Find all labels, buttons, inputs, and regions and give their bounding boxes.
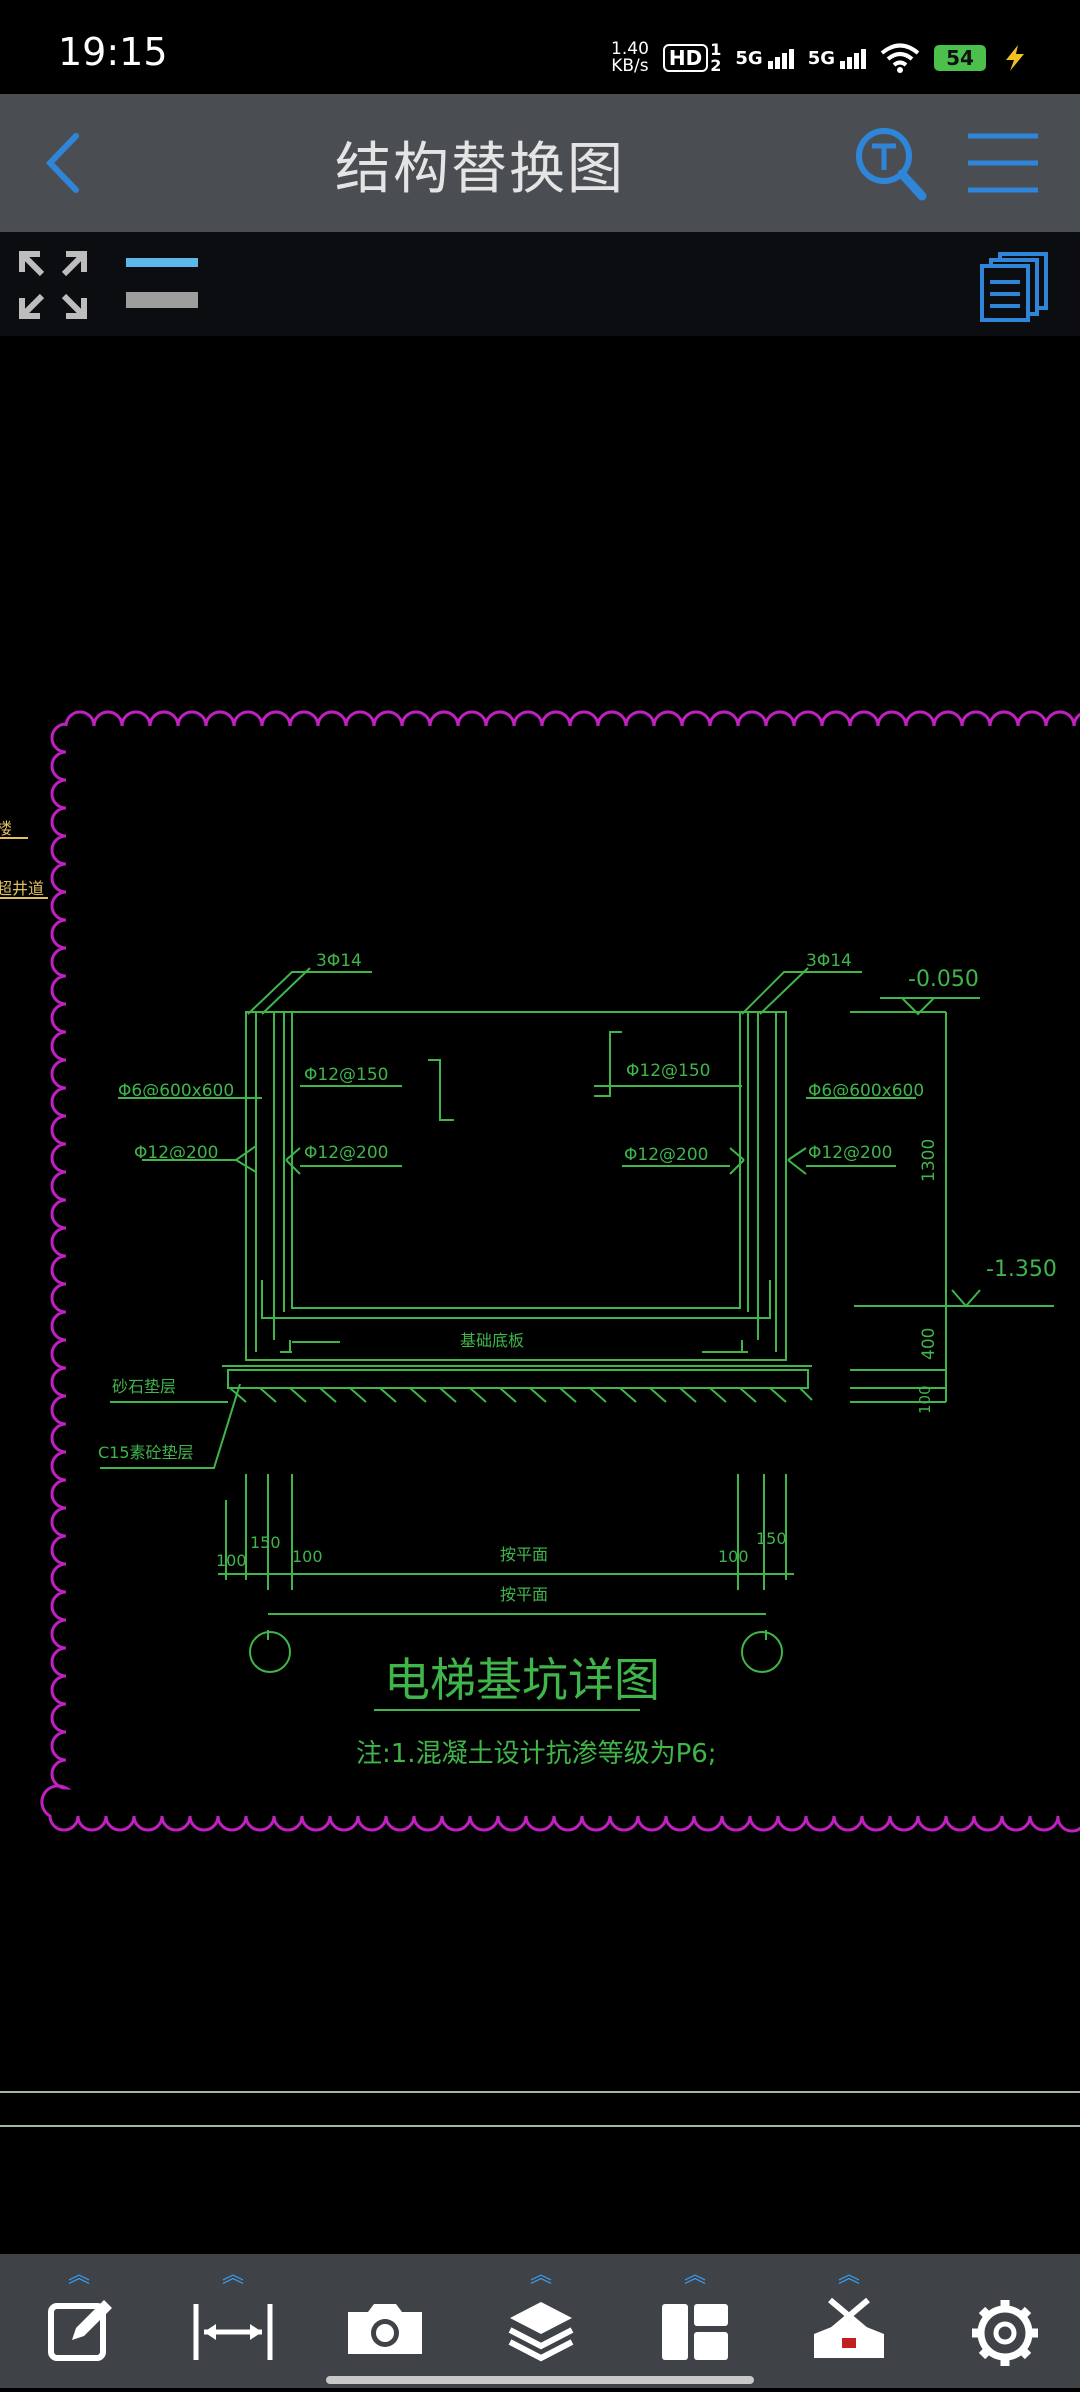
page-title: 结构替换图 bbox=[335, 137, 625, 202]
drawing-note: 注:1.混凝土设计抗渗等级为P6; bbox=[356, 1739, 717, 1769]
inner-mid-left-label: Φ12@200 bbox=[304, 1143, 388, 1163]
inner-top-left-label: Φ12@150 bbox=[304, 1065, 388, 1085]
expand-up-icon: ︽ bbox=[529, 2263, 552, 2288]
dim-1300-label: 1300 bbox=[919, 1139, 939, 1182]
camera-icon bbox=[348, 2304, 422, 2354]
elevation-bottom-label: -1.350 bbox=[986, 1257, 1057, 1282]
signal-sim1-icon: 5G bbox=[735, 48, 794, 69]
drawing-title: 电梯基坑详图 bbox=[384, 1653, 660, 1707]
span-label-2: 按平面 bbox=[500, 1585, 548, 1604]
toolbox-icon bbox=[814, 2297, 884, 2358]
charging-icon bbox=[1006, 45, 1024, 71]
dim-100-side-label: 100 bbox=[916, 1385, 934, 1414]
layers-icon bbox=[508, 2302, 574, 2362]
edge-text-2: 超井道 bbox=[0, 879, 44, 898]
span-label-1: 按平面 bbox=[500, 1545, 548, 1564]
status-time: 19:15 bbox=[58, 30, 168, 74]
gravel-cushion-label: 砂石垫层 bbox=[112, 1377, 176, 1396]
c15-cushion-label: C15素砼垫层 bbox=[98, 1443, 194, 1462]
expand-up-icon: ︽ bbox=[837, 2263, 860, 2288]
back-arrow-icon bbox=[45, 133, 79, 193]
layout-panels-icon bbox=[662, 2304, 728, 2360]
layout-button[interactable]: ︽ bbox=[640, 2254, 750, 2388]
wall-distribution-left-label: Φ6@600x600 bbox=[118, 1081, 234, 1101]
layout-tab-toggle[interactable] bbox=[124, 252, 200, 318]
title-bar: 结构替换图 bbox=[0, 94, 1080, 232]
dim-100-c-label: 100 bbox=[718, 1547, 749, 1566]
inner-mid-right-label: Φ12@200 bbox=[624, 1145, 708, 1165]
fit-screen-button[interactable] bbox=[18, 250, 88, 320]
dim-400-label: 400 bbox=[919, 1328, 939, 1360]
hamburger-menu-icon bbox=[968, 133, 1038, 193]
model-layout-toggle-icon bbox=[126, 258, 198, 308]
expand-icon bbox=[19, 251, 87, 319]
edge-text-1: 楼 bbox=[0, 819, 12, 838]
back-button[interactable] bbox=[36, 128, 96, 198]
revision-cloud bbox=[40, 710, 1080, 1833]
wall-vertical-right-label: Φ12@200 bbox=[808, 1143, 892, 1163]
signal-sim2-icon: 5G bbox=[808, 48, 866, 69]
cad-drawing-canvas[interactable]: 楼 超井道 bbox=[0, 336, 1080, 2254]
view-toolbar bbox=[0, 232, 1080, 336]
text-search-button[interactable] bbox=[852, 124, 930, 204]
measure-button[interactable]: ︽ bbox=[178, 2254, 288, 2388]
gear-icon bbox=[972, 2300, 1038, 2366]
settings-button[interactable] bbox=[950, 2254, 1060, 2388]
cad-drawing[interactable]: 楼 超井道 bbox=[0, 336, 1080, 2254]
battery-icon: 54 bbox=[934, 45, 986, 71]
menu-button[interactable] bbox=[966, 130, 1040, 196]
rebar-top-right-label: 3Φ14 bbox=[806, 951, 852, 971]
tools-button[interactable]: ︽ bbox=[794, 2254, 904, 2388]
hd-voice-icon: HD 1 2 bbox=[662, 42, 721, 74]
layers-button[interactable]: ︽ bbox=[486, 2254, 596, 2388]
status-icons: 1.40 KB/s HD 1 2 5G 5G 54 bbox=[611, 36, 1030, 80]
wall-distribution-right-label: Φ6@600x600 bbox=[808, 1081, 924, 1101]
expand-up-icon: ︽ bbox=[67, 2263, 90, 2288]
slab-label: 基础底板 bbox=[460, 1331, 524, 1350]
dim-100-b-label: 100 bbox=[292, 1547, 323, 1566]
elevation-top-label: -0.050 bbox=[908, 967, 979, 992]
dim-150-left-label: 150 bbox=[250, 1533, 281, 1552]
annotate-button[interactable]: ︽ bbox=[24, 2254, 134, 2388]
inner-top-right-label: Φ12@150 bbox=[626, 1061, 710, 1081]
dim-100-a-label: 100 bbox=[216, 1551, 247, 1570]
status-bar: 19:15 1.40 KB/s HD 1 2 5G 5G 54 bbox=[0, 0, 1080, 94]
home-indicator[interactable] bbox=[326, 2376, 754, 2384]
expand-up-icon: ︽ bbox=[683, 2263, 706, 2288]
documents-icon bbox=[980, 252, 1048, 322]
wall-vertical-left-label: Φ12@200 bbox=[134, 1143, 218, 1163]
bottom-toolbar: ︽ ︽ ︽ ︽ bbox=[0, 2254, 1080, 2388]
network-speed: 1.40 KB/s bbox=[611, 39, 649, 76]
expand-up-icon: ︽ bbox=[221, 2263, 244, 2288]
measure-distance-icon bbox=[193, 2304, 273, 2360]
wifi-icon bbox=[880, 43, 920, 73]
drawing-list-button[interactable] bbox=[978, 250, 1050, 322]
rebar-top-left-label: 3Φ14 bbox=[316, 951, 362, 971]
screenshot-button[interactable] bbox=[330, 2254, 440, 2388]
drawing-border-lines bbox=[0, 2091, 1080, 2127]
dim-150-right-label: 150 bbox=[756, 1529, 787, 1548]
elevator-pit-section bbox=[100, 967, 1054, 1711]
edit-note-icon bbox=[48, 2300, 112, 2361]
text-search-icon bbox=[856, 128, 927, 201]
